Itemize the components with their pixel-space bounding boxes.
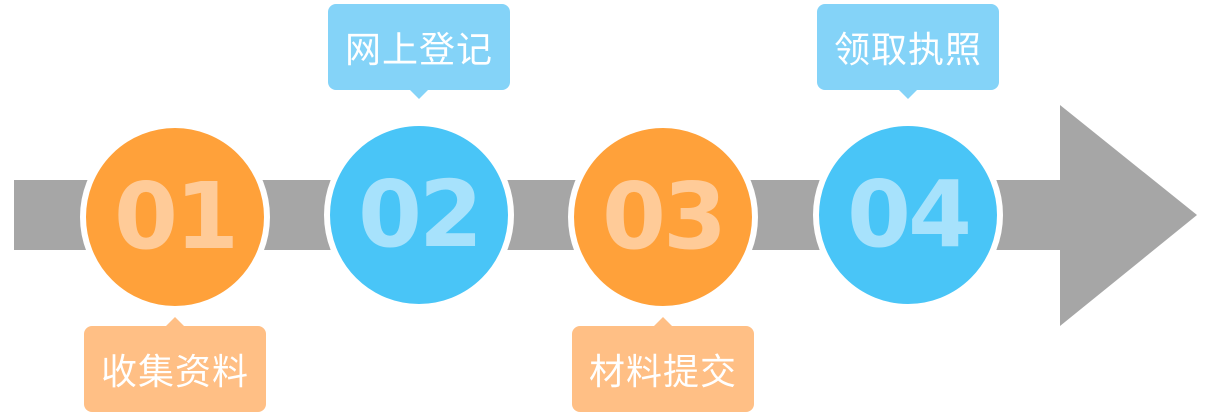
step-2-circle: 02 xyxy=(324,120,514,310)
step-3-circle: 03 xyxy=(568,122,758,312)
step-4-label: 领取执照 xyxy=(817,4,999,99)
step-4-number: 04 xyxy=(846,161,972,268)
step-4-circle: 04 xyxy=(813,120,1003,310)
step-4-label-text: 领取执照 xyxy=(833,30,982,71)
step-1-label-pointer xyxy=(166,317,184,326)
step-3-label-text: 材料提交 xyxy=(588,352,737,393)
step-4-label-pointer xyxy=(899,90,917,99)
step-3-label: 材料提交 xyxy=(572,317,754,412)
step-2-number: 02 xyxy=(357,161,483,268)
step-2-label-text: 网上登记 xyxy=(344,30,493,71)
step-2-label: 网上登记 xyxy=(328,4,510,99)
step-2-label-pointer xyxy=(410,90,428,99)
step-1-label: 收集资料 xyxy=(84,317,266,412)
step-1-circle: 01 xyxy=(80,122,270,312)
step-3-number: 03 xyxy=(601,163,727,270)
step-3-label-pointer xyxy=(654,317,672,326)
step-1-number: 01 xyxy=(113,163,239,270)
step-1-label-text: 收集资料 xyxy=(100,352,249,393)
